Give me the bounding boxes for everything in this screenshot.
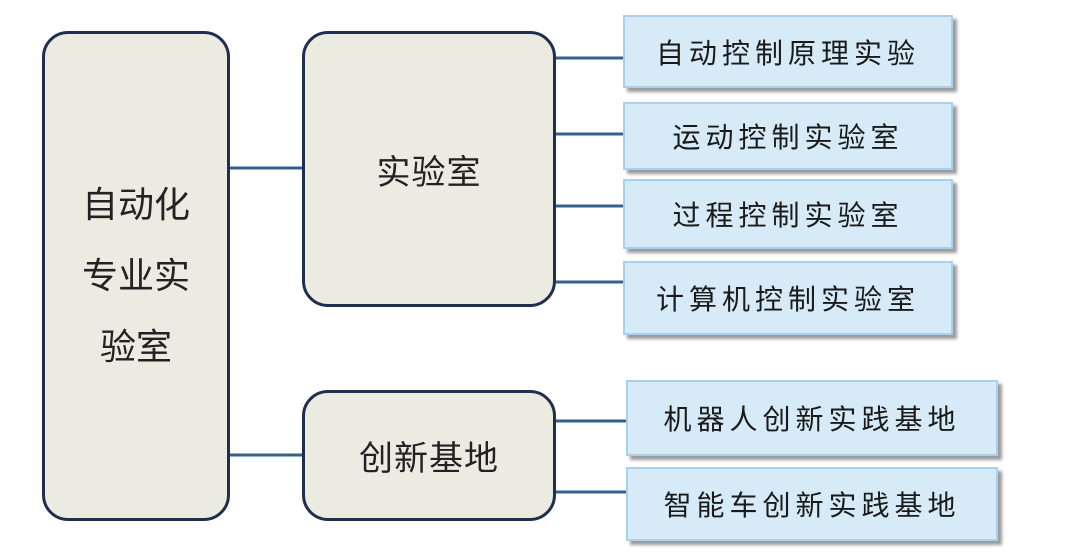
branch-node-innovation: 创新基地 bbox=[302, 390, 556, 521]
leaf-node: 智能车创新实践基地 bbox=[626, 467, 998, 541]
leaf-node: 自动控制原理实验 bbox=[623, 15, 953, 88]
leaf-node: 机器人创新实践基地 bbox=[626, 380, 998, 456]
root-label-line: 专业实 bbox=[81, 255, 190, 297]
root-label: 自动化 专业实 验室 bbox=[81, 170, 191, 383]
branch-node-lab: 实验室 bbox=[302, 31, 556, 307]
leaf-node: 计算机控制实验室 bbox=[623, 261, 953, 335]
leaf-node: 运动控制实验室 bbox=[623, 102, 953, 170]
leaf-node: 过程控制实验室 bbox=[623, 179, 953, 249]
root-label-line: 自动化 bbox=[81, 184, 190, 226]
branch-label: 创新基地 bbox=[359, 439, 499, 479]
branch-label: 实验室 bbox=[376, 152, 482, 193]
root-label-line: 验室 bbox=[99, 326, 172, 368]
root-node: 自动化 专业实 验室 bbox=[42, 31, 230, 521]
